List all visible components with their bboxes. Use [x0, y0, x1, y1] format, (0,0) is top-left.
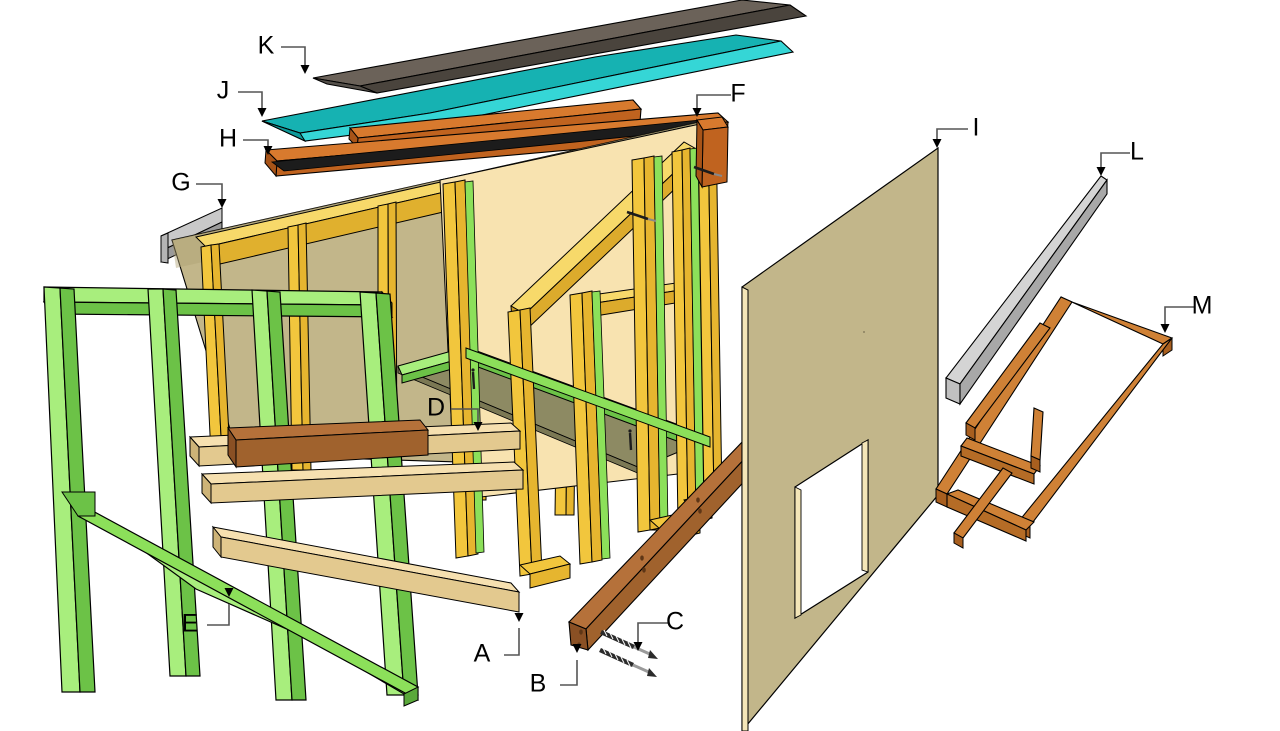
leader-arrow-G: [217, 199, 227, 208]
label-layer: A B C D E F G HJK I L M: [171, 32, 1212, 698]
leader-arrow-I: [932, 139, 942, 148]
leader-arrow-D: [473, 422, 483, 431]
leader-arrow-C: [633, 642, 643, 651]
screw-mark-wall-upper: [626, 210, 657, 222]
right-wall-sill-plate: [465, 347, 711, 448]
part-J-roof-membrane: [261, 34, 795, 143]
leader-arrow-H: [263, 146, 273, 155]
label-text-H: H: [219, 125, 237, 153]
leader-line-H: [243, 139, 269, 148]
leader-line-F: [696, 94, 731, 110]
leader-arrow-F: [692, 108, 702, 117]
label-F-top-plate-corner: F: [692, 80, 746, 117]
label-text-G: G: [171, 169, 190, 197]
leader-arrow-K: [300, 65, 310, 74]
fastener-marks: [471, 165, 723, 451]
label-A-floor-joist: A: [474, 613, 524, 668]
leader-arrow-M: [1160, 324, 1170, 333]
label-B-skid-beam: B: [530, 644, 582, 698]
label-C-screws: C: [633, 608, 684, 651]
part-C-screws: [599, 629, 658, 677]
label-text-F: F: [730, 80, 745, 108]
label-text-B: B: [530, 670, 547, 698]
leader-line-K: [281, 46, 306, 67]
label-text-M: M: [1192, 292, 1213, 320]
leader-line-E: [207, 604, 230, 626]
label-text-L: L: [1130, 138, 1144, 166]
leader-arrow-E: [224, 588, 234, 597]
part-F-top-plate-corner: [695, 116, 729, 189]
screw-mark-floor-right: [628, 429, 633, 451]
screw-mark-wall-lower: [693, 165, 723, 177]
part-K-roof-shingles: [312, 0, 808, 94]
label-K-roof-shingles: K: [258, 32, 310, 74]
label-H-lower-fascia-trim: H: [219, 125, 273, 155]
leader-arrow-A: [514, 613, 524, 622]
leader-line-C: [637, 622, 669, 645]
label-M-door-frame-truss: M: [1160, 292, 1213, 333]
leader-line-M: [1164, 306, 1194, 326]
leader-line-J: [238, 91, 263, 110]
label-text-D: D: [427, 394, 445, 422]
label-D-floor-sheet: D: [427, 394, 483, 431]
leader-line-I: [936, 128, 968, 140]
label-text-I: I: [973, 114, 980, 142]
leader-line-D: [451, 408, 479, 424]
label-G-back-wall-panel: G: [171, 169, 227, 208]
label-text-E: E: [182, 610, 199, 638]
leader-line-G: [196, 183, 223, 201]
part-L-ridge-board: [945, 175, 1108, 406]
leader-line-A: [504, 628, 520, 656]
label-text-C: C: [666, 608, 684, 636]
label-I-front-siding-panel: I: [932, 114, 980, 148]
label-text-J: J: [217, 77, 230, 105]
leader-arrow-J: [257, 108, 267, 117]
part-I-front-siding-panel: [741, 146, 939, 731]
screw-2: [599, 647, 657, 677]
label-L-ridge-board: L: [1096, 138, 1144, 176]
label-J-roof-membrane: J: [217, 77, 267, 117]
part-B-skid-beam: [568, 437, 765, 652]
label-text-K: K: [258, 32, 275, 60]
screw-mark-floor-left: [471, 368, 476, 390]
far-wall-green-accents: [464, 147, 705, 560]
leader-line-L: [1100, 152, 1130, 169]
part-M-door-frame-truss: [935, 296, 1174, 549]
leader-arrow-L: [1096, 167, 1106, 176]
label-text-A: A: [474, 640, 491, 668]
leader-line-B: [560, 660, 578, 686]
under-floor-beam: [227, 419, 429, 469]
label-E-front-wall-frame: E: [182, 588, 234, 638]
leader-arrow-B: [572, 644, 582, 653]
